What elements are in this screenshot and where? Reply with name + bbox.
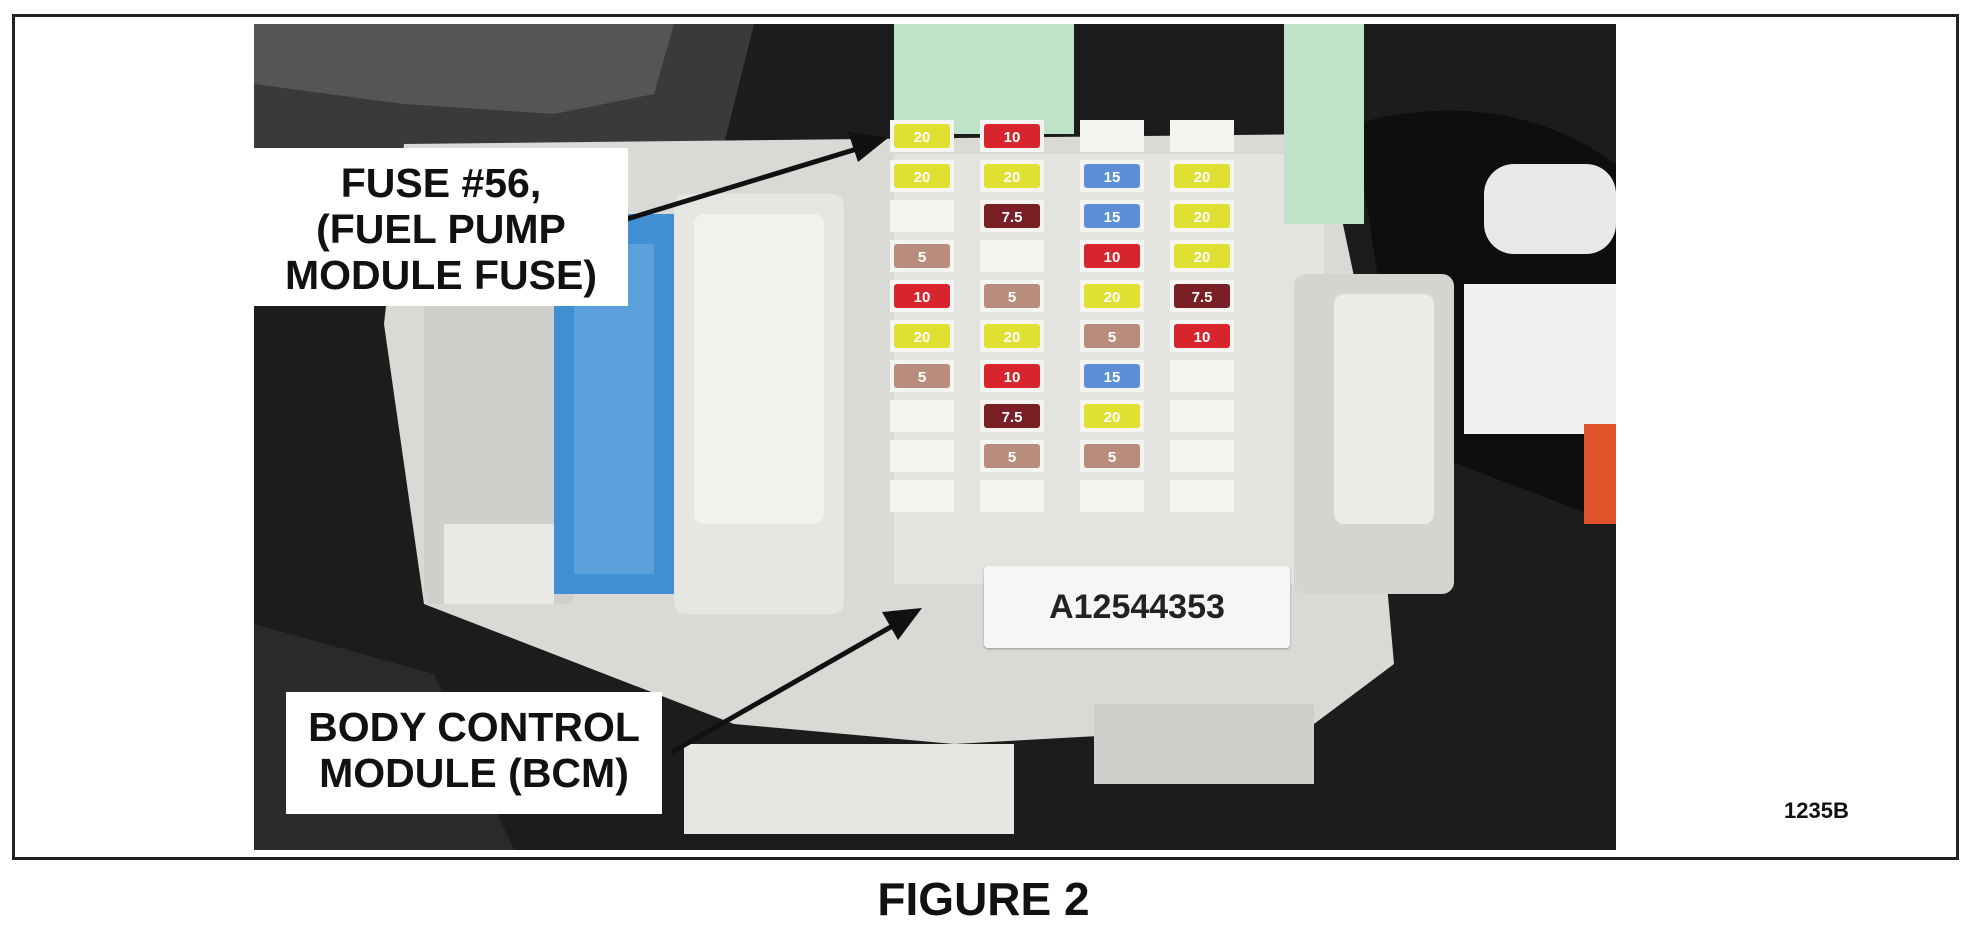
fuse-20a <box>894 324 950 348</box>
fuse-amp-label: 15 <box>1104 169 1121 186</box>
fuse-amp-label: 20 <box>914 329 931 346</box>
fuse-amp-label: 10 <box>1194 329 1211 346</box>
fuse-callout-line1: FUSE #56, <box>340 160 542 206</box>
fuse-amp-label: 15 <box>1104 369 1121 386</box>
fuse-amp-label: 15 <box>1104 209 1121 226</box>
bcm-callout-line1: BODY CONTROL <box>308 704 640 750</box>
part-number-label: A12544353 <box>984 566 1290 648</box>
fuse-amp-label: 10 <box>1004 129 1021 146</box>
fuse-slot <box>1170 440 1234 472</box>
fuse-7-5a <box>984 404 1040 428</box>
fuse-amp-label: 10 <box>914 289 931 306</box>
figure-title: FIGURE 2 <box>877 873 1090 925</box>
fuse-slot <box>1170 360 1234 392</box>
bcm-callout: BODY CONTROL MODULE (BCM) <box>286 692 662 814</box>
fuse-20a <box>1174 244 1230 268</box>
fuse-10a <box>1084 244 1140 268</box>
fuse-callout-line2: (FUEL PUMP <box>316 206 566 252</box>
fuse-slot <box>1170 400 1234 432</box>
fuse-5a <box>894 244 950 268</box>
fuse-5a <box>984 444 1040 468</box>
fuse-20a <box>894 164 950 188</box>
fuse-amp-label: 10 <box>1104 249 1121 266</box>
fuse-15a <box>1084 204 1140 228</box>
fuse-grid: 20 10 20 20 15 20 7.5 15 20 5 10 20 10 5 20 7.5 20 20 5 10 5… <box>890 120 1234 512</box>
fuse-20a <box>984 324 1040 348</box>
fuse-slot <box>1170 480 1234 512</box>
fuse-slot <box>890 400 954 432</box>
fuse-15a <box>1084 164 1140 188</box>
fuse-amp-label: 7.5 <box>1002 209 1023 226</box>
fuse-amp-label: 7.5 <box>1002 409 1023 426</box>
fuse-amp-label: 10 <box>1004 369 1021 386</box>
reference-code: 1235B <box>1784 798 1849 823</box>
fuse-slot <box>1170 120 1234 152</box>
fuse-slot <box>890 200 954 232</box>
fuse-amp-label: 20 <box>1194 169 1211 186</box>
fuse-slot <box>890 440 954 472</box>
fuse-56-callout: FUSE #56, (FUEL PUMP MODULE FUSE) <box>254 148 628 306</box>
fuse-10a <box>894 284 950 308</box>
fuse-amp-label: 5 <box>1008 449 1016 466</box>
fuse-10a <box>1174 324 1230 348</box>
fuse-amp-label: 20 <box>1004 169 1021 186</box>
fuse-5a <box>1084 444 1140 468</box>
fuse-amp-label: 5 <box>1008 289 1016 306</box>
fuse-20a <box>1174 164 1230 188</box>
fuse-20a <box>1084 284 1140 308</box>
fuse-amp-label: 20 <box>1194 209 1211 226</box>
fuse-7-5a <box>984 204 1040 228</box>
fuse-amp-label: 20 <box>1194 249 1211 266</box>
bcm-callout-line2: MODULE (BCM) <box>319 750 629 796</box>
fuse-15a <box>1084 364 1140 388</box>
fuse-5a <box>1084 324 1140 348</box>
fuse-callout-line3: MODULE FUSE) <box>284 252 598 298</box>
fuse-amp-label: 20 <box>914 129 931 146</box>
fuse-10a <box>984 124 1040 148</box>
fuse-amp-label: 20 <box>1004 329 1021 346</box>
fuse-slot <box>890 480 954 512</box>
fuse-slot <box>980 480 1044 512</box>
fuse-amp-label: 5 <box>1108 329 1116 346</box>
fuse-amp-label: 20 <box>1104 289 1121 306</box>
fuse-amp-label: 20 <box>1104 409 1121 426</box>
fuse-7-5a <box>1174 284 1230 308</box>
fuse-amp-label: 5 <box>918 249 926 266</box>
fuse-slot <box>1080 120 1144 152</box>
fuse-10a <box>984 364 1040 388</box>
fuse-5a <box>894 364 950 388</box>
fuse-20a <box>984 164 1040 188</box>
fuse-amp-label: 5 <box>1108 449 1116 466</box>
fuse-amp-label: 5 <box>918 369 926 386</box>
fuse-slot <box>1080 480 1144 512</box>
fuse-slot <box>980 240 1044 272</box>
fuse-amp-label: 20 <box>914 169 931 186</box>
fuse-20a <box>1174 204 1230 228</box>
fuse-5a <box>984 284 1040 308</box>
fuse-amp-label: 7.5 <box>1192 289 1213 306</box>
fuse-20a <box>1084 404 1140 428</box>
fuse-20a <box>894 124 950 148</box>
